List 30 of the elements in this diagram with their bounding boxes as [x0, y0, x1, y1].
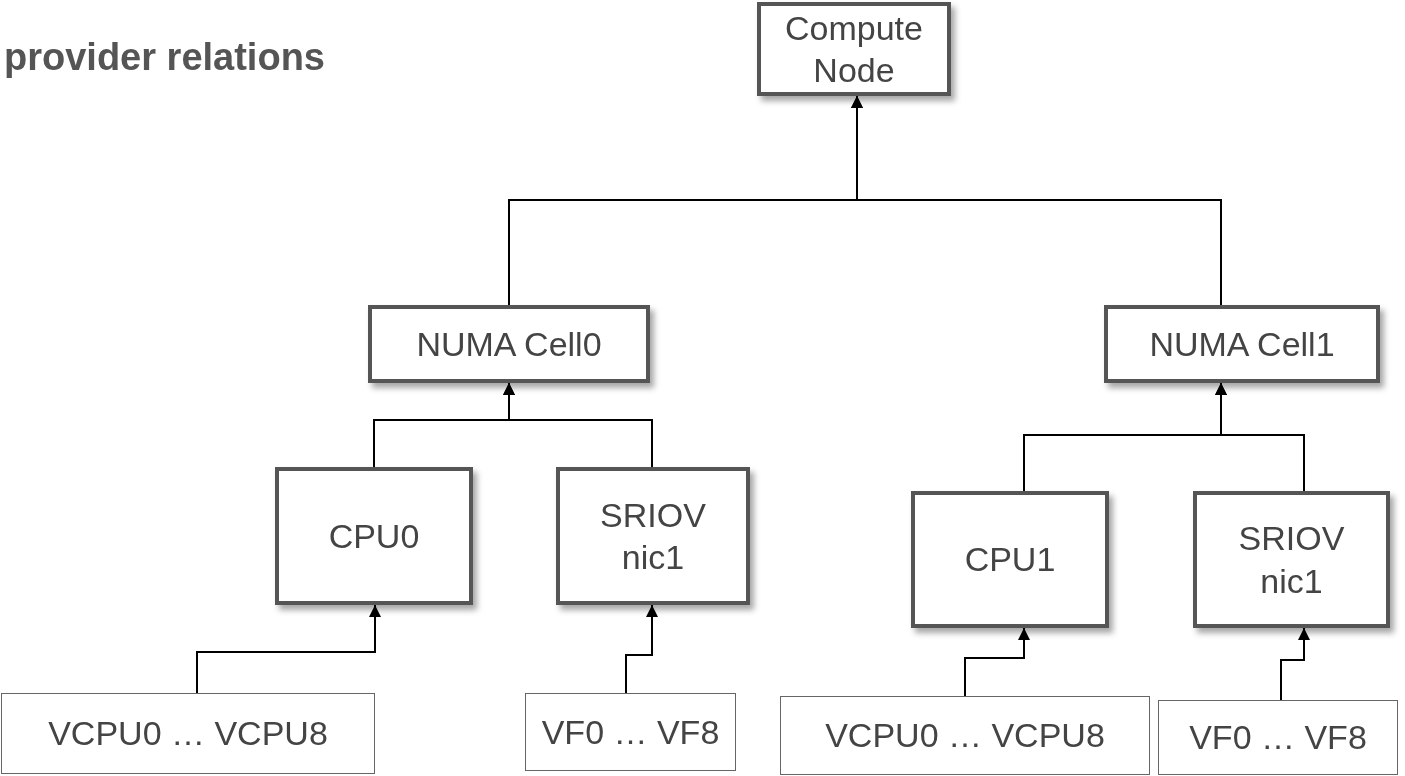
process-box [911, 491, 1109, 628]
process-box [757, 2, 951, 96]
process-box [556, 467, 750, 605]
node-label: NUMA Cell0 [416, 323, 602, 365]
node-label: VF0 … VF8 [541, 711, 720, 753]
process-box [1193, 491, 1390, 628]
diagram-title: provider relations [4, 36, 325, 79]
node-label: VCPU0 … VCPU8 [48, 713, 328, 755]
process-box [525, 693, 736, 771]
connector-arrow [851, 95, 1222, 306]
connector-arrow [1280, 627, 1310, 701]
node-label: CPU0 [328, 515, 420, 557]
connector-arrow [1215, 382, 1305, 492]
node-label: VF0 … VF8 [1189, 717, 1367, 759]
connector-arrow [625, 604, 658, 694]
process-box [780, 696, 1150, 775]
node-label: CPU1 [964, 539, 1056, 581]
node-label: NUMA Cell1 [1149, 323, 1335, 365]
process-box [368, 305, 650, 383]
process-box [275, 467, 473, 605]
node-label: SRIOV nic1 [599, 494, 707, 578]
connector-arrow [503, 382, 653, 468]
process-box [1158, 700, 1398, 775]
process-box [1, 693, 375, 774]
node-label: VCPU0 … VCPU8 [825, 715, 1105, 757]
node-label: SRIOV nic1 [1237, 518, 1346, 602]
process-box [1104, 305, 1380, 383]
connector-arrow [964, 627, 1030, 697]
connector-arrow [196, 604, 381, 694]
node-label: Compute Node [784, 7, 924, 91]
